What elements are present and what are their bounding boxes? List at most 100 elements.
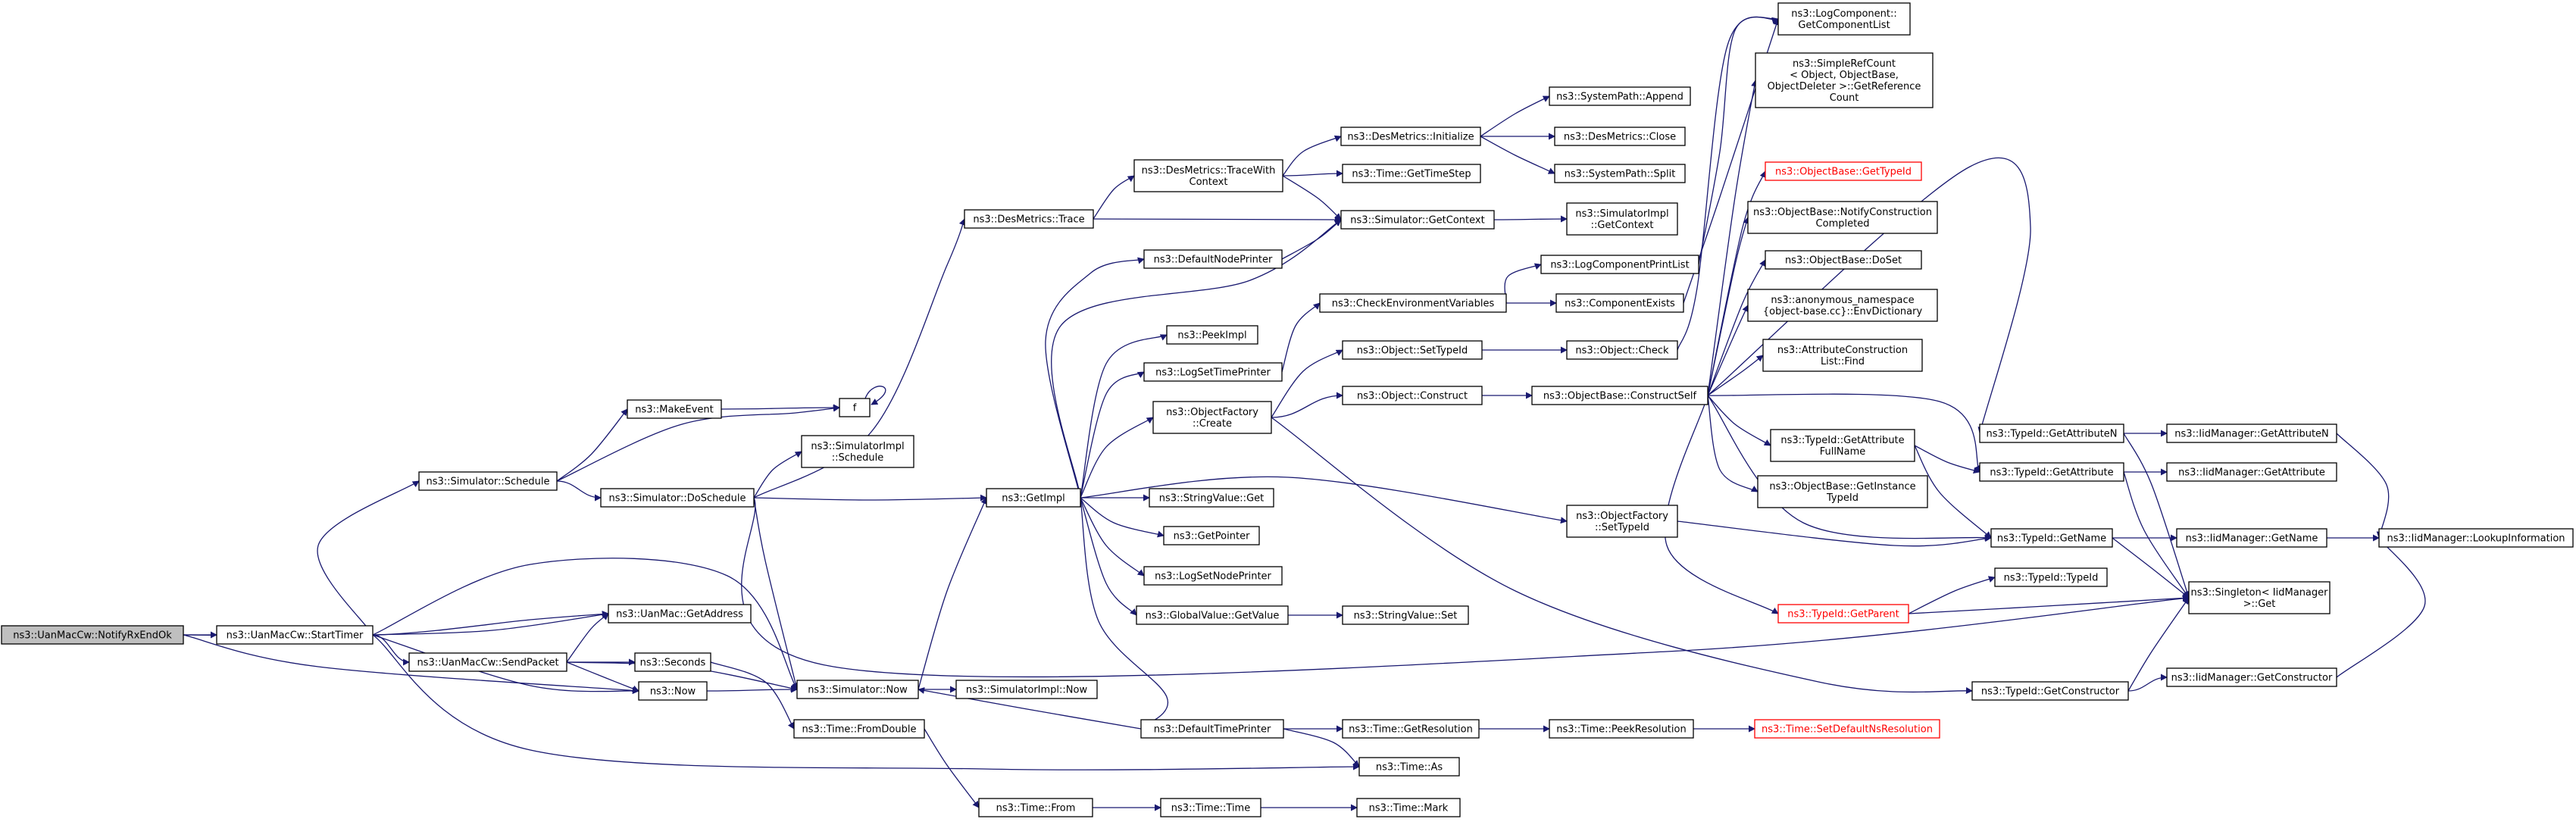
node-ns3-objectbase-constructself[interactable]: ns3::ObjectBase::ConstructSelf [1531, 386, 1708, 405]
node-label: ns3::DefaultTimePrinter [1154, 724, 1271, 736]
edge-ofcreate-to-objsettypeid [1271, 349, 1343, 418]
node-ns3-object-check[interactable]: ns3::Object::Check [1566, 340, 1678, 360]
edge-ofcreate-to-objconstruct [1271, 392, 1343, 418]
node-ns3-defaulttimeprinter[interactable]: ns3::DefaultTimePrinter [1140, 719, 1284, 739]
node-box [1342, 719, 1480, 739]
node-ns3-peekimpl[interactable]: ns3::PeekImpl [1166, 325, 1258, 345]
node-ns3-simulatorimpl-now[interactable]: ns3::SimulatorImpl::Now [955, 680, 1098, 699]
node-box [1540, 255, 1699, 274]
node-ns3-uanmaccw-starttimer[interactable]: ns3::UanMacCw::StartTimer [216, 625, 374, 645]
node-ns3-iidmanager-getattributen[interactable]: ns3::IidManager::GetAttributeN [2166, 424, 2337, 443]
node-ns3-simulatorimpl-getcontext[interactable]: ns3::SimulatorImpl::GetContext [1566, 202, 1678, 236]
node-ns3-time-setdefaultnsresolution[interactable]: ns3::Time::SetDefaultNsResolution [1754, 719, 1940, 739]
node-ns3-time-from[interactable]: ns3::Time::From [978, 798, 1093, 817]
node-ns3-simulator-doschedule[interactable]: ns3::Simulator::DoSchedule [600, 488, 755, 508]
node-ns3-stringvalue-set[interactable]: ns3::StringValue::Set [1342, 605, 1469, 625]
edge-initialize-to-split [1480, 136, 1555, 174]
node-box [978, 798, 1093, 817]
node-ns3-time-mark[interactable]: ns3::Time::Mark [1356, 798, 1461, 817]
node-ns3-desmetrics-initialize[interactable]: ns3::DesMetrics::Initialize [1340, 127, 1481, 146]
node-ns3-time-fromdouble[interactable]: ns3::Time::FromDouble [793, 719, 925, 739]
node-box [1549, 86, 1691, 106]
node-ns3-simplerefcount-object-objectbase-objectdeleter-getreference-count[interactable]: ns3::SimpleRefCount< Object, ObjectBase,… [1755, 52, 1934, 108]
node-ns3-typeid-getparent[interactable]: ns3::TypeId::GetParent [1777, 604, 1909, 624]
node-ns3-uanmaccw-sendpacket[interactable]: ns3::UanMacCw::SendPacket [408, 652, 567, 672]
node-label: ns3::ObjectBase::DoSet [1785, 255, 1902, 267]
node-label: ns3::Object::Check [1575, 345, 1669, 357]
node-label: ns3::SystemPath::Append [1556, 92, 1683, 103]
node-ns3-typeid-getconstructor[interactable]: ns3::TypeId::GetConstructor [1971, 681, 2129, 701]
node-label: ::Create [1193, 418, 1232, 430]
node-ns3-singleton-iidmanager-get[interactable]: ns3::Singleton< IidManager>::Get [2188, 581, 2331, 614]
node-ns3-desmetrics-close[interactable]: ns3::DesMetrics::Close [1554, 127, 1686, 146]
edge-getparent-to-singleton [1908, 594, 2190, 614]
node-ns3-objectfactory-create[interactable]: ns3::ObjectFactory::Create [1152, 401, 1272, 434]
node-ns3-simulator-now[interactable]: ns3::Simulator::Now [796, 680, 919, 699]
node-ns3-time-as[interactable]: ns3::Time::As [1358, 757, 1460, 777]
node-ns3-time-peekresolution[interactable]: ns3::Time::PeekResolution [1549, 719, 1694, 739]
node-label: ns3::DesMetrics::Trace [973, 214, 1084, 226]
node-ns3-objectbase-gettypeid[interactable]: ns3::ObjectBase::GetTypeId [1765, 161, 1922, 181]
node-ns3-logsetnodeprinter[interactable]: ns3::LogSetNodePrinter [1143, 566, 1283, 586]
node-ns3-objectfactory-settypeid[interactable]: ns3::ObjectFactory::SetTypeId [1566, 505, 1678, 538]
node-box [1342, 605, 1469, 625]
edge-getattr-to-singleton [2123, 471, 2190, 599]
node-ns3-simulator-getcontext[interactable]: ns3::Simulator::GetContext [1340, 210, 1495, 230]
edge-constructself-to-refcount [1707, 80, 1758, 396]
node-ns3-defaultnodeprinter[interactable]: ns3::DefaultNodePrinter [1143, 249, 1283, 269]
node-ns3-objectbase-notifyconstruction-completed[interactable]: ns3::ObjectBase::NotifyConstructionCompl… [1747, 201, 1938, 234]
node-ns3-now[interactable]: ns3::Now [638, 681, 708, 701]
edge-dosched-to-destrace [753, 218, 966, 499]
node-ns3-stringvalue-get[interactable]: ns3::StringValue::Get [1149, 488, 1274, 508]
node-ns3-anonymous-namespace-object-base-cc-envdictionary[interactable]: ns3::anonymous_namespace{object-base.cc}… [1747, 289, 1938, 322]
node-box [1566, 340, 1678, 360]
node-ns3-checkenvironmentvariables[interactable]: ns3::CheckEnvironmentVariables [1319, 293, 1507, 313]
node-label: >::Get [2243, 599, 2276, 610]
node-ns3-simulator-schedule[interactable]: ns3::Simulator::Schedule [418, 471, 558, 491]
node-ns3-logsettimeprinter[interactable]: ns3::LogSetTimePrinter [1143, 362, 1283, 382]
node-label: ns3::Simulator::Schedule [426, 477, 549, 488]
node-ns3-object-settypeid[interactable]: ns3::Object::SetTypeId [1342, 340, 1483, 360]
node-box [1149, 488, 1274, 508]
edge-iidgetctor-to-lookup [2336, 537, 2426, 678]
node-ns3-simulatorimpl-schedule[interactable]: ns3::SimulatorImpl::Schedule [801, 435, 914, 468]
node-box [1136, 605, 1289, 625]
node-ns3-iidmanager-lookupinformation[interactable]: ns3::IidManager::LookupInformation [2378, 528, 2574, 548]
node-ns3-time-gettimestep[interactable]: ns3::Time::GetTimeStep [1342, 164, 1481, 183]
node-ns3-objectbase-doset[interactable]: ns3::ObjectBase::DoSet [1765, 250, 1922, 270]
edge-defnodeprinter-to-getcontext [1281, 219, 1342, 260]
node-label: ns3::LogComponent:: [1791, 8, 1897, 20]
node-label: ns3::SimulatorImpl [1575, 208, 1668, 220]
node-ns3-componentexists[interactable]: ns3::ComponentExists [1555, 293, 1684, 313]
node-ns3-systempath-append[interactable]: ns3::SystemPath::Append [1549, 86, 1691, 106]
node-ns3-logcomponentprintlist[interactable]: ns3::LogComponentPrintList [1540, 255, 1699, 274]
node-ns3-typeid-typeid[interactable]: ns3::TypeId::TypeId [1994, 567, 2108, 587]
node-ns3-iidmanager-getattribute[interactable]: ns3::IidManager::GetAttribute [2166, 462, 2337, 482]
node-ns3-makeevent[interactable]: ns3::MakeEvent [627, 399, 722, 419]
node-ns3-iidmanager-getname[interactable]: ns3::IidManager::GetName [2176, 528, 2327, 548]
node-ns3-getimpl[interactable]: ns3::GetImpl [986, 488, 1081, 508]
node-ns3-time-getresolution[interactable]: ns3::Time::GetResolution [1342, 719, 1480, 739]
node-f[interactable]: f [839, 398, 871, 417]
edge-dosched-to-singleton [741, 497, 2190, 678]
node-ns3-desmetrics-trace[interactable]: ns3::DesMetrics::Trace [964, 209, 1094, 229]
edge-getimpl-to-logsettime [1080, 371, 1145, 499]
node-ns3-systempath-split[interactable]: ns3::SystemPath::Split [1554, 164, 1686, 183]
node-ns3-seconds[interactable]: ns3::Seconds [634, 652, 711, 672]
node-ns3-getpointer[interactable]: ns3::GetPointer [1163, 526, 1260, 545]
node-ns3-typeid-getname[interactable]: ns3::TypeId::GetName [1990, 528, 2113, 548]
node-ns3-typeid-getattribute[interactable]: ns3::TypeId::GetAttribute [1979, 462, 2124, 482]
node-ns3-iidmanager-getconstructor[interactable]: ns3::IidManager::GetConstructor [2166, 667, 2337, 687]
node-ns3-time-time[interactable]: ns3::Time::Time [1160, 798, 1261, 817]
node-ns3-logcomponent-getcomponentlist[interactable]: ns3::LogComponent::GetComponentList [1777, 2, 1911, 36]
node-ns3-typeid-getattributen[interactable]: ns3::TypeId::GetAttributeN [1979, 424, 2124, 443]
node-ns3-globalvalue-getvalue[interactable]: ns3::GlobalValue::GetValue [1136, 605, 1289, 625]
node-ns3-object-construct[interactable]: ns3::Object::Construct [1342, 386, 1483, 405]
node-label: ns3::Object::SetTypeId [1357, 345, 1468, 357]
node-ns3-uanmac-getaddress[interactable]: ns3::UanMac::GetAddress [608, 604, 752, 624]
node-box [1994, 567, 2108, 587]
